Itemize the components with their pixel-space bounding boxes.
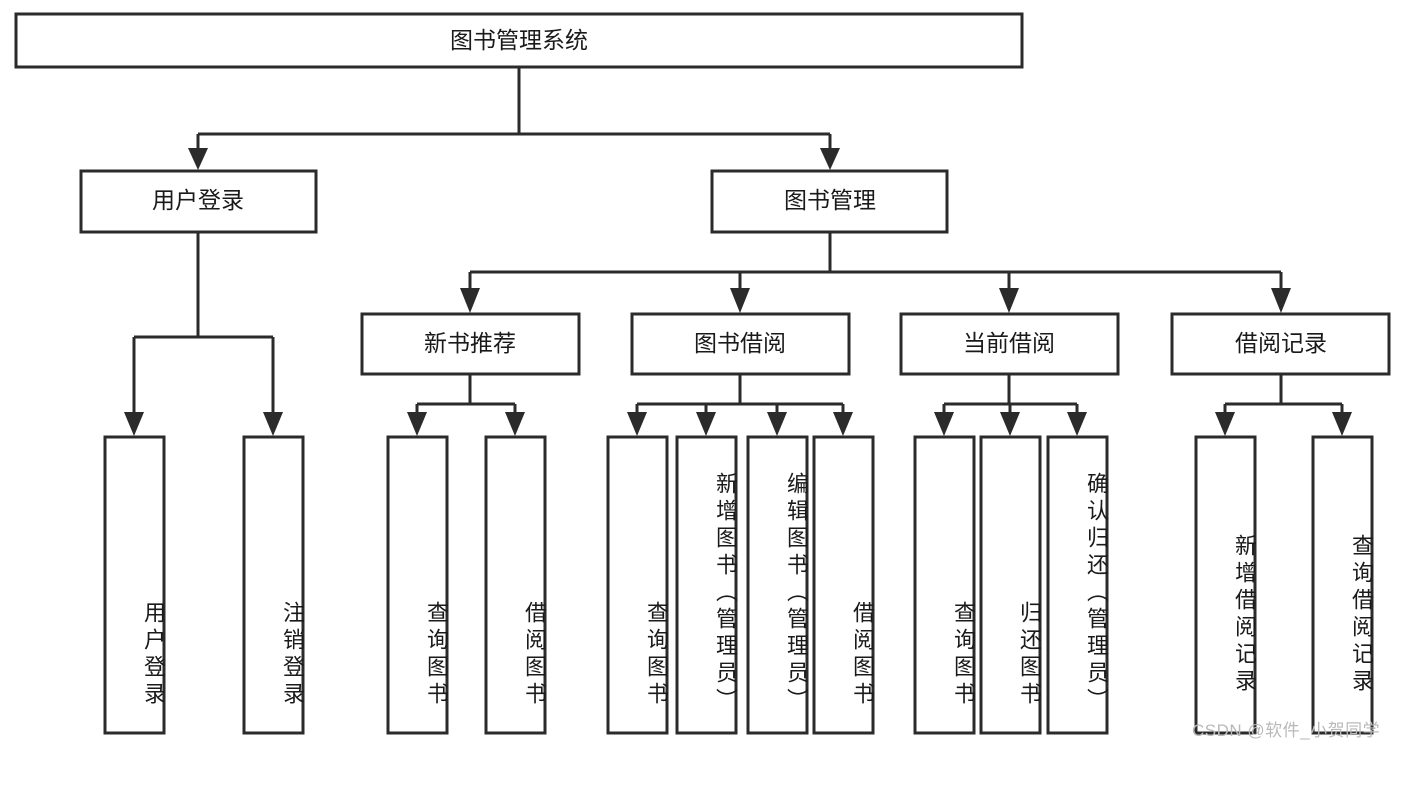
connector-group-new-book-recommend xyxy=(407,375,525,436)
leaf-box-leaf-user-logout[interactable] xyxy=(242,435,305,735)
connector-group-borrow-record xyxy=(1215,375,1352,436)
csdn-watermark: CSDN @软件_小贺同学 xyxy=(1192,721,1381,740)
leaf-box-leaf-borrow-book-1[interactable] xyxy=(484,435,547,735)
node-label-book-borrow: 图书借阅 xyxy=(694,330,786,356)
leaf-box-leaf-query-book-3[interactable] xyxy=(913,435,976,735)
arrow-icon-borrow-record xyxy=(1271,288,1291,313)
connector-group-book-borrow xyxy=(627,375,853,436)
arrow-icon-leaf-borrow-book-2 xyxy=(833,412,853,436)
node-book-borrow[interactable]: 图书借阅 xyxy=(630,312,851,376)
leaf-box-leaf-edit-book[interactable] xyxy=(746,435,809,735)
leaf-box-leaf-add-record[interactable] xyxy=(1194,435,1257,735)
arrow-icon-leaf-query-record xyxy=(1332,412,1352,436)
node-user-login[interactable]: 用户登录 xyxy=(79,169,318,234)
tree-diagram-svg: 图书管理系统 用户登录 图书管理 新书推荐 图书借阅 当前借阅 借阅记录 xyxy=(14,12,1391,735)
node-borrow-record[interactable]: 借阅记录 xyxy=(1170,312,1391,376)
node-box-new-book-recommend[interactable] xyxy=(360,312,581,376)
connector-group-current-borrow xyxy=(934,375,1087,436)
connector-group-user-login xyxy=(124,232,283,436)
node-label-book-management: 图书管理 xyxy=(784,187,876,213)
diagram-canvas: 图书管理系统 用户登录 图书管理 新书推荐 图书借阅 当前借阅 借阅记录 xyxy=(14,12,1391,740)
leaf-box-leaf-confirm-return[interactable] xyxy=(1046,435,1109,735)
arrow-icon-leaf-query-book-3 xyxy=(934,412,954,436)
node-label-current-borrow: 当前借阅 xyxy=(963,330,1055,356)
leaf-group-new-book-recommend xyxy=(386,435,547,735)
connector-group-book-management xyxy=(460,232,1291,313)
arrow-icon-leaf-query-book-1 xyxy=(407,412,427,436)
leaf-box-leaf-query-book-2[interactable] xyxy=(606,435,669,735)
arrow-icon-leaf-borrow-book-1 xyxy=(505,412,525,436)
arrow-icon-leaf-edit-book xyxy=(767,412,787,436)
node-box-borrow-record[interactable] xyxy=(1170,312,1391,376)
leaf-group-book-borrow xyxy=(606,435,875,735)
arrow-icon-leaf-query-book-2 xyxy=(627,412,647,436)
node-book-management[interactable]: 图书管理 xyxy=(710,169,949,234)
node-box-current-borrow[interactable] xyxy=(899,312,1120,376)
arrow-icon-current-borrow xyxy=(999,288,1019,313)
leaf-box-leaf-add-book[interactable] xyxy=(675,435,738,735)
node-box-user-login[interactable] xyxy=(79,169,318,234)
arrow-icon-book-management xyxy=(820,148,840,170)
node-label-root: 图书管理系统 xyxy=(450,27,588,53)
node-label-borrow-record: 借阅记录 xyxy=(1235,330,1327,356)
node-box-book-management[interactable] xyxy=(710,169,949,234)
arrow-icon-leaf-confirm-return xyxy=(1067,412,1087,436)
arrow-icon-leaf-user-login xyxy=(124,412,144,436)
arrow-icon-leaf-user-logout xyxy=(263,412,283,436)
leaf-group-current-borrow xyxy=(913,435,1109,735)
node-label-new-book-recommend: 新书推荐 xyxy=(424,330,516,356)
node-label-user-login: 用户登录 xyxy=(152,187,244,213)
leaf-box-leaf-return-book[interactable] xyxy=(979,435,1042,735)
node-current-borrow[interactable]: 当前借阅 xyxy=(899,312,1120,376)
arrow-icon-leaf-add-record xyxy=(1215,412,1235,436)
arrow-icon-new-book-recommend xyxy=(460,288,480,313)
leaf-box-leaf-user-login[interactable] xyxy=(103,435,166,735)
connector-group-root xyxy=(188,67,840,170)
node-box-book-borrow[interactable] xyxy=(630,312,851,376)
leaf-box-leaf-query-book-1[interactable] xyxy=(386,435,449,735)
leaf-box-leaf-query-record[interactable] xyxy=(1311,435,1374,735)
node-root[interactable]: 图书管理系统 xyxy=(14,12,1024,69)
leaf-group-borrow-record xyxy=(1194,435,1374,735)
node-box-root[interactable] xyxy=(14,12,1024,69)
arrow-icon-book-borrow xyxy=(730,288,750,313)
arrow-icon-user-login xyxy=(188,148,208,170)
arrow-icon-leaf-return-book xyxy=(1000,412,1020,436)
leaf-group-user-login xyxy=(103,435,305,735)
arrow-icon-leaf-add-book xyxy=(696,412,716,436)
node-new-book-recommend[interactable]: 新书推荐 xyxy=(360,312,581,376)
leaf-box-leaf-borrow-book-2[interactable] xyxy=(812,435,875,735)
